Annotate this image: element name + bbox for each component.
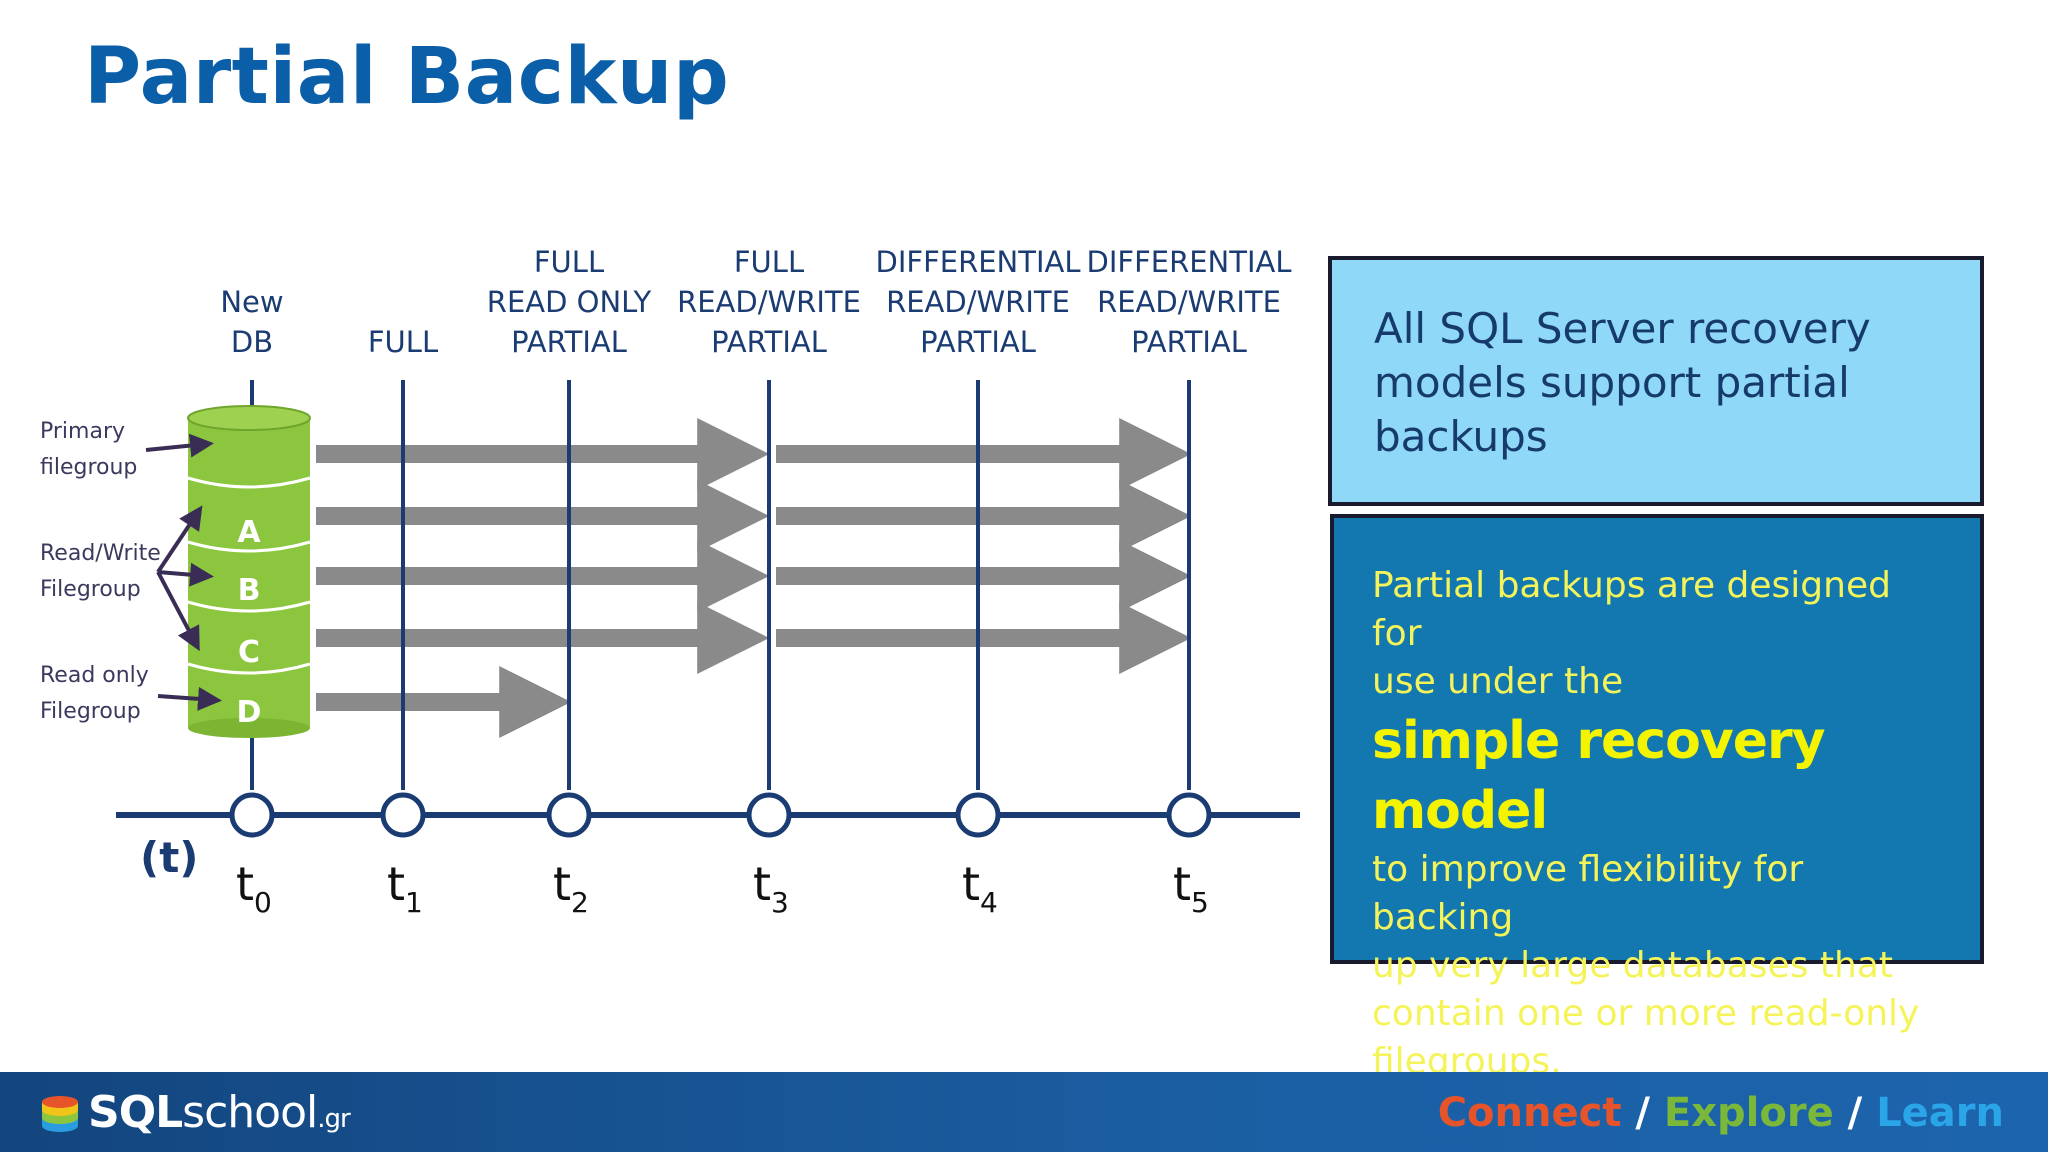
svg-text:Read/Write: Read/Write (40, 541, 161, 566)
segment-c-label: C (238, 635, 260, 670)
column-label: DIFFERENTIAL (1087, 245, 1292, 279)
column-label: PARTIAL (920, 325, 1036, 359)
svg-text:Read only: Read only (40, 663, 149, 688)
callout-line-4: up very large databases that (1372, 945, 1893, 986)
primary-filegroup-label: Primary filegroup (40, 419, 137, 480)
time-label: t3 (753, 857, 789, 919)
time-label: t0 (236, 857, 272, 919)
logo-suffix: .gr (317, 1103, 350, 1134)
tagline-connect: Connect (1437, 1090, 1622, 1136)
column-label: READ ONLY (487, 285, 652, 319)
logo-sql: SQL (88, 1086, 183, 1138)
slide-title: Partial Backup (84, 32, 730, 122)
column-label: FULL (368, 325, 438, 359)
callout-line-1: Partial backups are designed for (1372, 565, 1891, 654)
time-label: t2 (553, 857, 589, 919)
logo-wordmark: SQLschool.gr (88, 1086, 351, 1138)
time-marker-circle (546, 792, 592, 838)
time-label: t4 (962, 857, 998, 919)
callout-line-2: use under the (1372, 661, 1624, 702)
time-axis-label: (t) (140, 833, 198, 882)
svg-text:filegroup: filegroup (40, 455, 137, 480)
callout-recovery-models: All SQL Server recovery models support p… (1328, 256, 1984, 506)
segment-d-label: D (237, 695, 262, 730)
partial-backup-diagram: A B C D Primary filegroup Read/Write Fil… (40, 245, 1300, 919)
time-marker-circle (955, 792, 1001, 838)
logo-school: school (182, 1086, 318, 1138)
callout-line-3: to improve flexibility for backing (1372, 849, 1804, 938)
segment-a-label: A (237, 515, 261, 550)
tagline-explore: Explore (1663, 1090, 1834, 1136)
tagline-separator: / (1833, 1090, 1877, 1136)
column-label: DIFFERENTIAL (876, 245, 1081, 279)
database-cylinder: A B C D (187, 405, 311, 738)
time-marker-circle (380, 792, 426, 838)
segment-b-label: B (238, 573, 261, 608)
callout-top-text: All SQL Server recovery models support p… (1374, 304, 1871, 461)
column-label: READ/WRITE (677, 285, 861, 319)
time-labels: t0 t1 t2 t3 t4 t5 (236, 857, 1209, 919)
label-pointers (145, 433, 222, 711)
column-label: DB (231, 325, 273, 359)
rw-pointer-b (157, 562, 214, 587)
column-label: FULL (734, 245, 804, 279)
column-label: FULL (534, 245, 604, 279)
sqlschool-logo: SQLschool.gr (40, 1086, 351, 1138)
column-label: PARTIAL (511, 325, 627, 359)
callout-emphasis: simple recovery model (1372, 711, 1826, 841)
column-label: PARTIAL (1131, 325, 1247, 359)
time-label: t5 (1173, 857, 1209, 919)
tagline: Connect / Explore / Learn (1438, 1090, 2004, 1136)
column-label: New (220, 285, 283, 319)
primary-pointer (145, 433, 214, 458)
tagline-learn: Learn (1876, 1090, 2004, 1136)
column-label: READ/WRITE (1097, 285, 1281, 319)
backup-arrows (316, 418, 1192, 738)
time-marker-circle (1166, 792, 1212, 838)
time-circles (229, 792, 1212, 838)
time-marker-circle (746, 792, 792, 838)
database-stack-icon (42, 1096, 78, 1132)
svg-text:Filegroup: Filegroup (40, 699, 141, 724)
column-label: READ/WRITE (886, 285, 1070, 319)
time-marker-circle (229, 792, 275, 838)
svg-text:Primary: Primary (40, 419, 125, 444)
footer-bar: SQLschool.gr Connect / Explore / Learn (0, 1072, 2048, 1152)
read-only-filegroup-label: Read only Filegroup (40, 663, 149, 724)
read-only-pointer (157, 686, 222, 711)
tagline-separator: / (1621, 1090, 1664, 1136)
rw-pointer-c (156, 571, 200, 652)
callout-simple-model: Partial backups are designed for use und… (1330, 514, 1984, 1082)
time-label: t1 (387, 857, 423, 919)
rw-pointer-a (156, 505, 203, 574)
svg-text:Filegroup: Filegroup (40, 577, 141, 602)
callout-line-5: contain one or more read-only (1372, 993, 1920, 1034)
read-write-filegroup-label: Read/Write Filegroup (40, 541, 161, 602)
column-label: PARTIAL (711, 325, 827, 359)
